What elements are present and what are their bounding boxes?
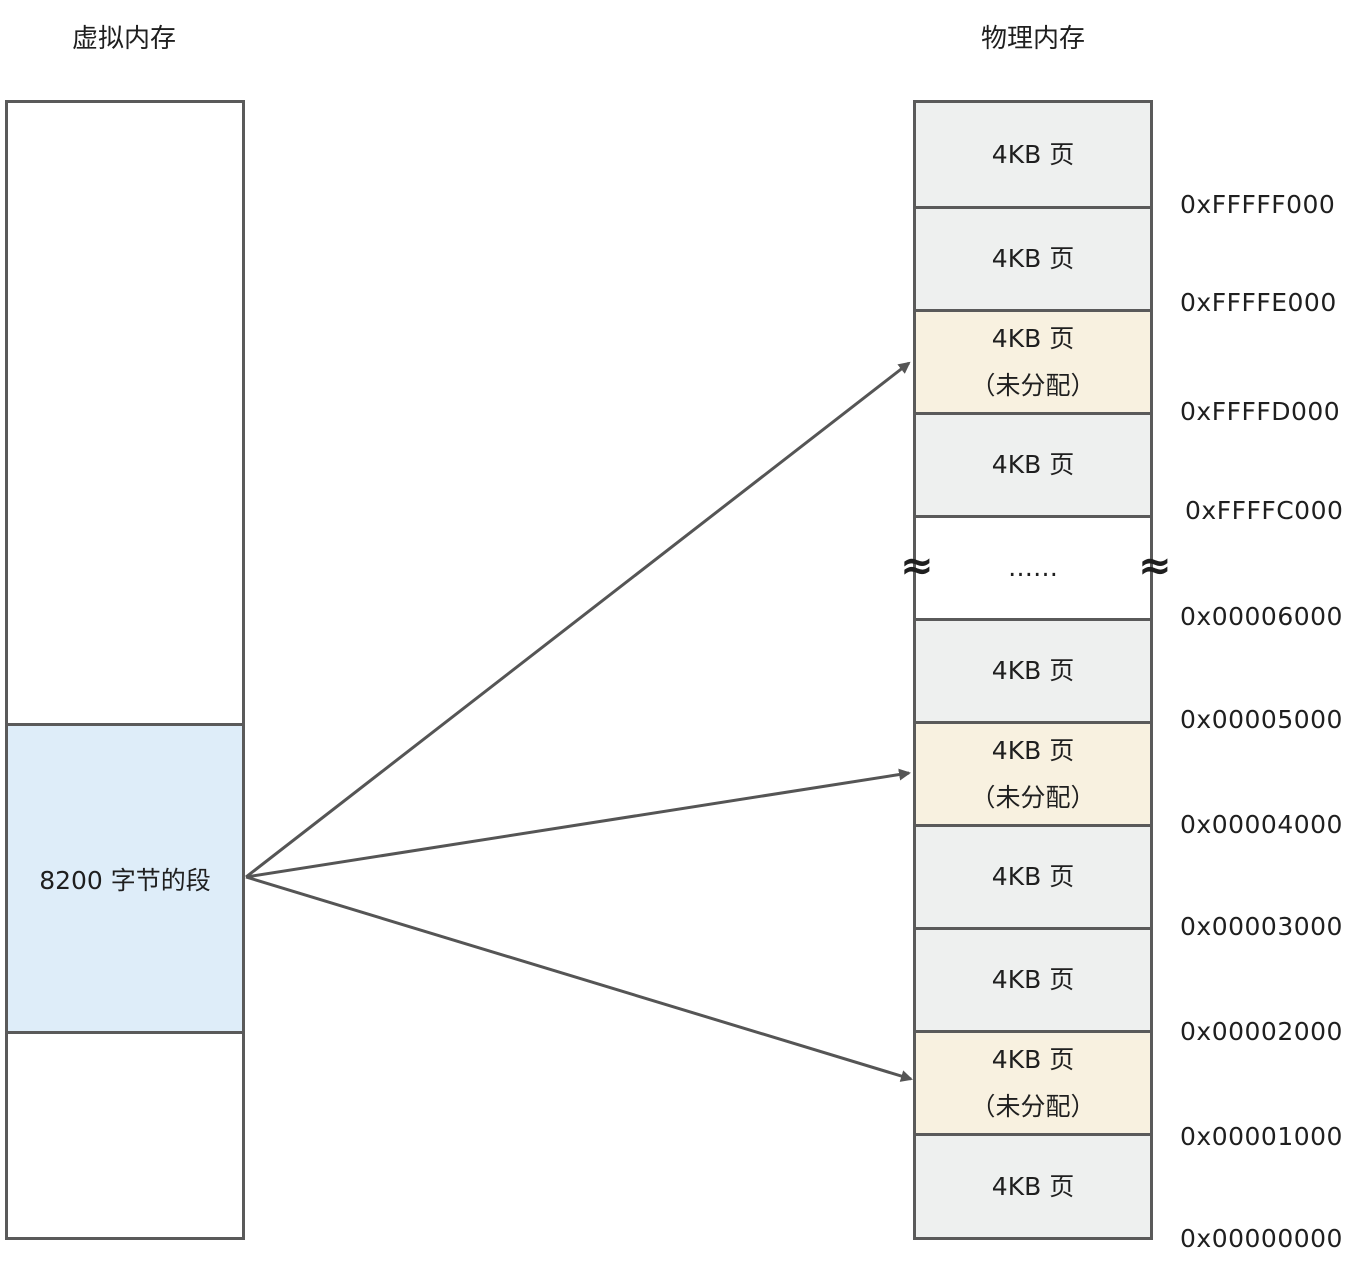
- page-label: 4KB 页: [991, 139, 1075, 169]
- address-label: 0x00006000: [1180, 602, 1343, 631]
- address-label: 0x00001000: [1180, 1122, 1343, 1151]
- unallocated-label: （未分配）: [970, 1092, 1096, 1121]
- unallocated-label: （未分配）: [970, 371, 1096, 400]
- gap-marker-right: ≈: [1138, 543, 1172, 589]
- page-label: 4KB 页: [991, 735, 1075, 765]
- address-label: 0xFFFFD000: [1180, 397, 1341, 426]
- arrow-to-page-00001000: [245, 875, 913, 1082]
- address-label: 0x00000000: [1180, 1224, 1343, 1253]
- virtual-unused-bottom: [8, 1034, 242, 1237]
- virtual-unused-top: [8, 103, 242, 723]
- page-divider: [916, 206, 1150, 209]
- page-divider: [916, 927, 1150, 930]
- page-divider: [916, 1133, 1150, 1136]
- physical-page: 4KB 页: [916, 621, 1150, 721]
- address-label: 0xFFFFC000: [1185, 496, 1344, 525]
- gap-marker-left: ≈: [900, 543, 934, 589]
- physical-page: 4KB 页: [916, 1136, 1150, 1237]
- page-label: 4KB 页: [991, 656, 1075, 686]
- address-label: 0xFFFFF000: [1180, 190, 1336, 219]
- physical-gap: ……: [916, 518, 1150, 618]
- page-divider: [916, 309, 1150, 312]
- page-label: 4KB 页: [991, 323, 1075, 353]
- page-label: 4KB 页: [991, 862, 1075, 892]
- address-label: 0xFFFFE000: [1180, 288, 1337, 317]
- virtual-segment: 8200 字节的段: [8, 723, 242, 1034]
- physical-memory-title: 物理内存: [980, 24, 1085, 54]
- physical-page-unallocated: 4KB 页 （未分配）: [916, 1033, 1150, 1133]
- address-label: 0x00004000: [1180, 810, 1343, 839]
- physical-memory-column: 4KB 页 4KB 页 4KB 页 （未分配） 4KB 页 …… 4KB 页 4…: [913, 100, 1153, 1240]
- ellipsis-label: ……: [1008, 553, 1058, 583]
- page-divider: [916, 824, 1150, 827]
- virtual-memory-column: 8200 字节的段: [5, 100, 245, 1240]
- physical-page: 4KB 页: [916, 930, 1150, 1030]
- address-label: 0x00003000: [1180, 912, 1343, 941]
- page-divider: [916, 721, 1150, 724]
- virtual-memory-title: 虚拟内存: [71, 24, 176, 54]
- page-label: 4KB 页: [991, 1171, 1075, 1201]
- page-divider: [916, 412, 1150, 415]
- arrow-to-page-00004000: [245, 768, 911, 879]
- physical-page-unallocated: 4KB 页 （未分配）: [916, 312, 1150, 412]
- page-divider: [916, 515, 1150, 518]
- unallocated-label: （未分配）: [970, 783, 1096, 812]
- address-label: 0x00005000: [1180, 705, 1343, 734]
- physical-page: 4KB 页: [916, 415, 1150, 515]
- page-divider: [916, 618, 1150, 621]
- virtual-segment-label: 8200 字节的段: [39, 865, 211, 895]
- page-label: 4KB 页: [991, 1044, 1075, 1074]
- arrow-to-page-ffffd000: [245, 361, 911, 879]
- page-label: 4KB 页: [991, 450, 1075, 480]
- page-label: 4KB 页: [991, 244, 1075, 274]
- physical-page: 4KB 页: [916, 103, 1150, 206]
- physical-page: 4KB 页: [916, 209, 1150, 309]
- page-label: 4KB 页: [991, 965, 1075, 995]
- physical-page-unallocated: 4KB 页 （未分配）: [916, 724, 1150, 824]
- physical-page: 4KB 页: [916, 827, 1150, 927]
- address-label: 0x00002000: [1180, 1017, 1343, 1046]
- page-divider: [916, 1030, 1150, 1033]
